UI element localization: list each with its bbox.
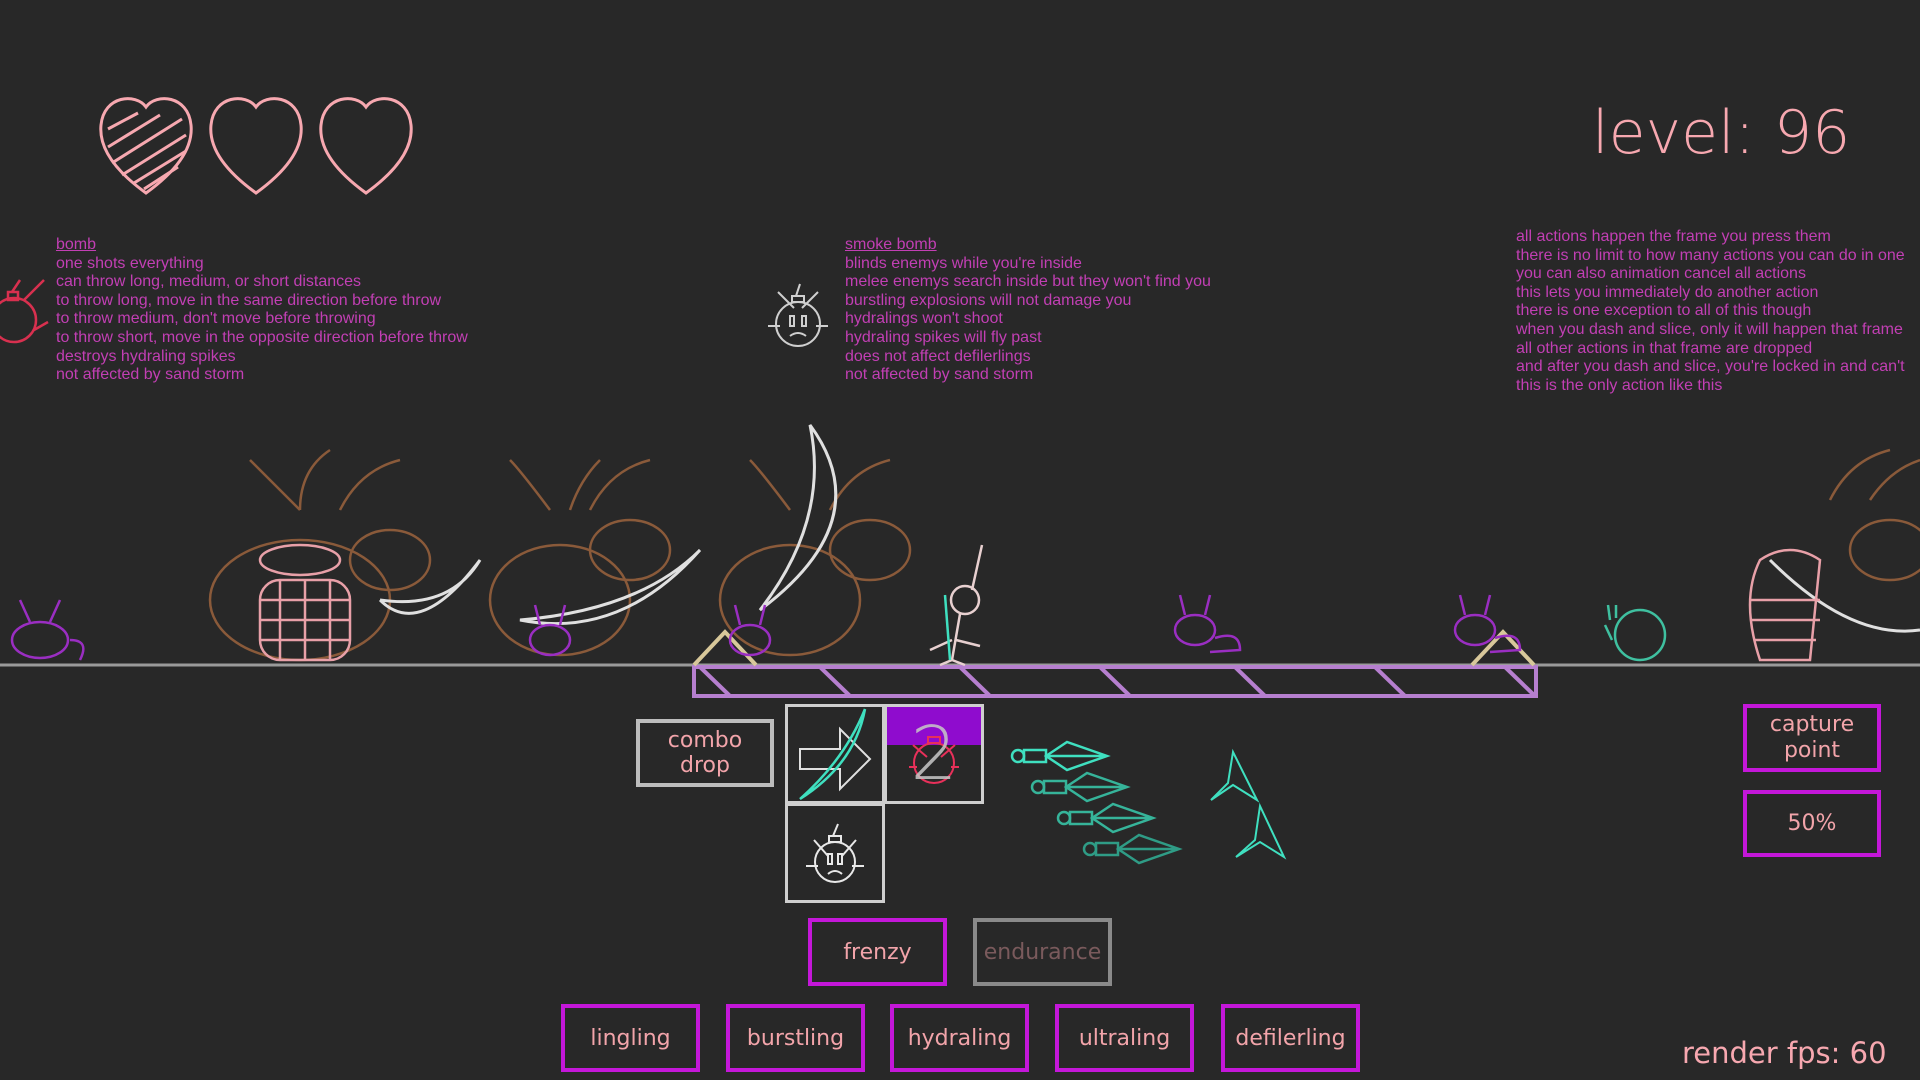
mode-endurance-button[interactable]: endurance — [973, 918, 1112, 986]
info-line: one shots everything — [56, 254, 204, 272]
info-line: you can also animation cancel all action… — [1516, 265, 1806, 283]
info-line: not affected by sand storm — [845, 366, 1034, 384]
enemy-ultraling-button[interactable]: ultraling — [1055, 1004, 1194, 1072]
info-line: hydraling spikes will fly past — [845, 328, 1042, 346]
cooldown-fill — [887, 707, 981, 745]
mode-frenzy-button[interactable]: frenzy — [808, 918, 947, 986]
actions-info-panel: all actions happen the frame you press t… — [1516, 228, 1905, 395]
heart-icon — [99, 97, 193, 195]
capture-progress: 50% — [1743, 790, 1881, 857]
heart-empty-icon — [209, 97, 303, 195]
sand-marker — [692, 629, 1536, 667]
caltrop-icon — [1210, 748, 1287, 860]
info-line: destroys hydraling spikes — [56, 347, 236, 365]
info-line: there is one exception to all of this th… — [1516, 302, 1812, 320]
info-line: all other actions in that frame are drop… — [1516, 339, 1813, 357]
smoke-bomb-slot[interactable] — [785, 803, 885, 903]
info-line: hydralings won't shoot — [845, 310, 1003, 328]
capture-point-label: capture point — [1743, 704, 1881, 772]
ultraling-scythes — [378, 424, 1920, 633]
enemy-hydraling-button[interactable]: hydraling — [890, 1004, 1029, 1072]
enemy-burstling-button[interactable]: burstling — [726, 1004, 865, 1072]
info-line: all actions happen the frame you press t… — [1516, 228, 1831, 245]
bomb-count: 2 — [910, 711, 958, 797]
dash-slice-icon — [799, 708, 872, 801]
info-line: can throw long, medium, or short distanc… — [56, 273, 362, 291]
info-line: burstling explosions will not damage you — [845, 291, 1132, 309]
heart-empty-icon — [319, 97, 413, 195]
info-line: and after you dash and slice, you're loc… — [1516, 358, 1905, 376]
kunai-icon — [1010, 740, 1183, 865]
enemy-lingling-button[interactable]: lingling — [561, 1004, 700, 1072]
info-line: to throw long, move in the same directio… — [56, 291, 442, 309]
info-line: this lets you immediately do another act… — [1516, 283, 1819, 301]
smoke-bomb-info-panel: smoke bomb blinds enemys while you're in… — [845, 236, 1211, 385]
enemy-defilerling-button[interactable]: defilerling — [1221, 1004, 1360, 1072]
bomb-info-title[interactable]: bomb — [56, 236, 97, 253]
info-line: blinds enemys while you're inside — [845, 254, 1082, 272]
smoke-bomb-info-title[interactable]: smoke bomb — [845, 236, 937, 253]
bomb-icon — [0, 279, 49, 344]
bomb-slot[interactable]: 2 — [884, 704, 984, 804]
info-line: when you dash and slice, only it will ha… — [1516, 320, 1903, 338]
bomb-icon — [909, 736, 959, 784]
lingling-enemies — [10, 594, 1522, 661]
bomb-info-panel: bomb one shots everything can throw long… — [56, 236, 468, 385]
info-line: to throw medium, don't move before throw… — [56, 310, 376, 328]
defilerling-enemies — [258, 543, 1822, 662]
player-character — [929, 544, 984, 667]
combo-drop-indicator: combo drop — [636, 719, 774, 787]
smoke-bomb-icon — [768, 283, 828, 347]
info-line: this is the only action like this — [1516, 376, 1723, 394]
platform — [692, 665, 1538, 698]
info-line: there is no limit to how many actions yo… — [1516, 246, 1905, 264]
info-line: does not affect defilerlings — [845, 347, 1031, 365]
dash-slice-slot[interactable] — [785, 704, 885, 804]
smoke-bomb-icon — [806, 823, 864, 883]
level-indicator: level: 96 — [1592, 98, 1851, 168]
render-fps: render fps: 60 — [1682, 1036, 1887, 1070]
info-line: to throw short, move in the opposite dir… — [56, 328, 468, 346]
burstling-enemy — [1603, 604, 1667, 662]
info-line: melee enemys search inside but they won'… — [845, 273, 1211, 291]
info-line: not affected by sand storm — [56, 366, 245, 384]
